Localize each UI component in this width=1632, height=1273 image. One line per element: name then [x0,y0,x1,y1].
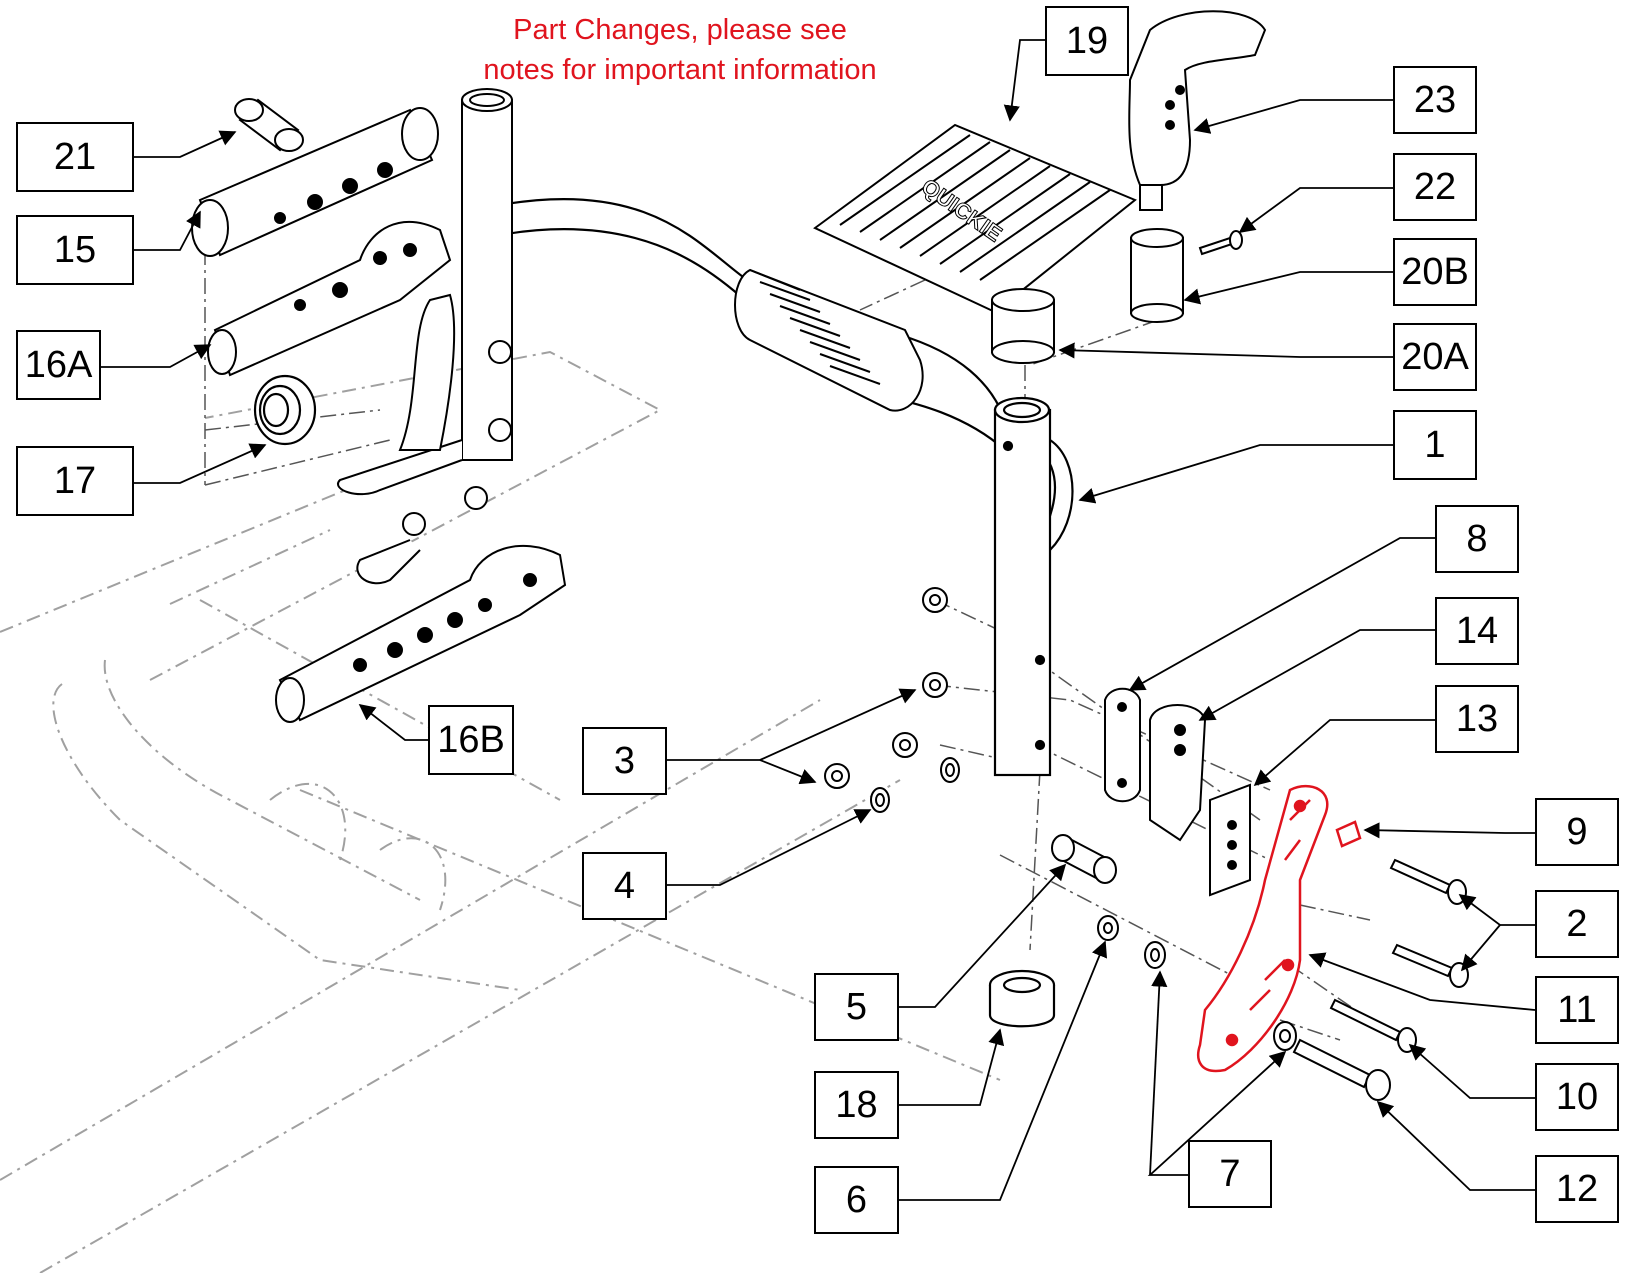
callout-9: 9 [1535,798,1619,866]
callout-11: 11 [1535,976,1619,1044]
callout-20a: 20A [1393,323,1477,391]
callout-4: 4 [582,852,667,920]
part-16a-extension [207,220,452,377]
callout-13: 13 [1435,685,1519,753]
part-11-plate-highlighted [1197,784,1329,1073]
callout-8: 8 [1435,505,1519,573]
notice-line-2: notes for important information [483,54,877,86]
part-13-block [1209,783,1251,897]
callout-1: 1 [1393,410,1477,480]
calf-pad [734,268,924,412]
part-7-washers [1144,941,1297,1051]
part-6-washer [1097,915,1119,941]
left-hanger-tube [337,88,513,585]
callout-12: 12 [1535,1155,1619,1223]
callout-16b: 16B [428,705,514,775]
part-20a-cap [991,288,1055,364]
callout-6: 6 [814,1166,899,1234]
callout-18: 18 [814,1071,899,1139]
part-changes-notice: Part Changes, please see notes for impor… [430,10,930,90]
callout-20b: 20B [1393,238,1477,306]
callout-5: 5 [814,973,899,1041]
callout-7: 7 [1188,1140,1272,1208]
callout-15: 15 [16,215,134,285]
part-5-spacer [1051,834,1117,884]
leader-lines [99,39,1536,1201]
callout-10: 10 [1535,1063,1619,1131]
callout-3: 3 [582,727,667,795]
part-4-washers [870,757,960,813]
callout-2: 2 [1535,890,1619,958]
callout-21: 21 [16,122,134,192]
part-23-handle [1128,10,1267,211]
part-19-footplate: QUICKIE [813,123,1137,314]
part-15-tube [191,107,439,257]
callout-16a: 16A [16,330,101,400]
part-8-plate [1104,687,1141,803]
part-9-clip-highlighted [1335,820,1362,848]
part-20b-sleeve [1130,228,1184,323]
part-2-bolts [1389,858,1469,988]
part-22-screw [1198,230,1243,256]
callout-17: 17 [16,446,134,516]
part-16b-extension [275,545,567,723]
part-10-bolt [1329,998,1417,1053]
part-18-bushing [988,969,1056,1028]
part-3-nuts [824,587,948,789]
part-21-pin [234,98,304,152]
part-17-bushing [253,374,317,446]
callout-22: 22 [1393,153,1477,221]
notice-line-1: Part Changes, please see [513,14,847,46]
part-12-bolt [1292,1038,1391,1101]
callout-19: 19 [1045,6,1129,76]
part-14-bracket [1149,704,1207,842]
callout-14: 14 [1435,597,1519,665]
callout-23: 23 [1393,66,1477,134]
